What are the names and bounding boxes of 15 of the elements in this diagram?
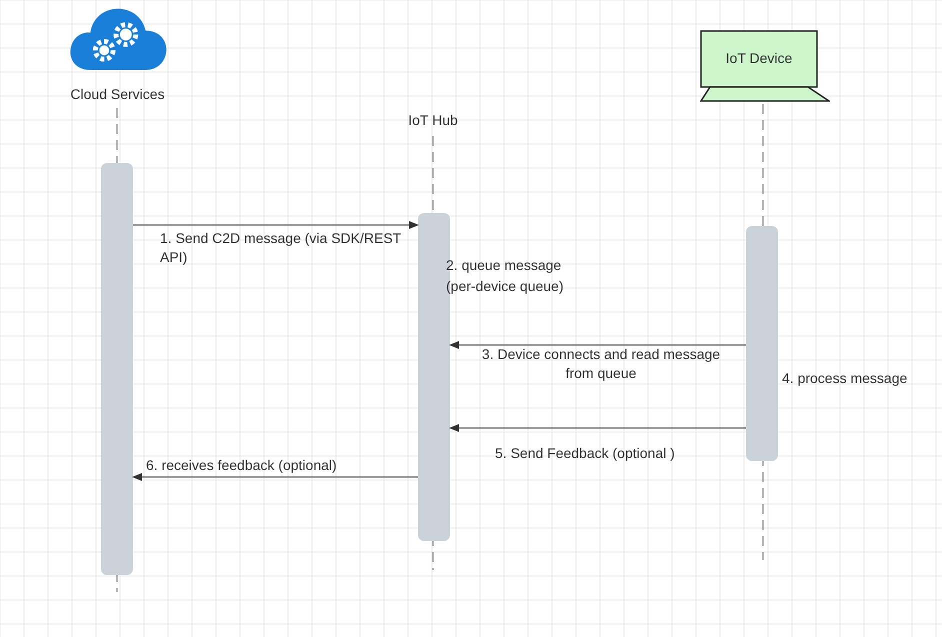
- activation-bar: [746, 226, 778, 461]
- step-note: 4. process message: [782, 369, 908, 388]
- edge-label: 6. receives feedback (optional): [146, 456, 338, 475]
- step-note: 2. queue message (per-device queue): [446, 256, 565, 296]
- activation-bar: [101, 163, 133, 575]
- edge-label: 3. Device connects and read message from queue: [480, 345, 722, 383]
- participant-label: IoT Hub: [408, 111, 458, 130]
- message-arrow: [132, 221, 419, 229]
- message-arrow: [449, 424, 746, 432]
- message-arrow: [132, 473, 418, 481]
- message-arrow: [449, 341, 746, 349]
- edge-label: 1. Send C2D message (via SDK/REST API): [160, 229, 402, 267]
- edge-label: 5. Send Feedback (optional ): [495, 444, 676, 463]
- participant-label: IoT Device: [726, 49, 792, 68]
- participant-label: Cloud Services: [70, 85, 165, 104]
